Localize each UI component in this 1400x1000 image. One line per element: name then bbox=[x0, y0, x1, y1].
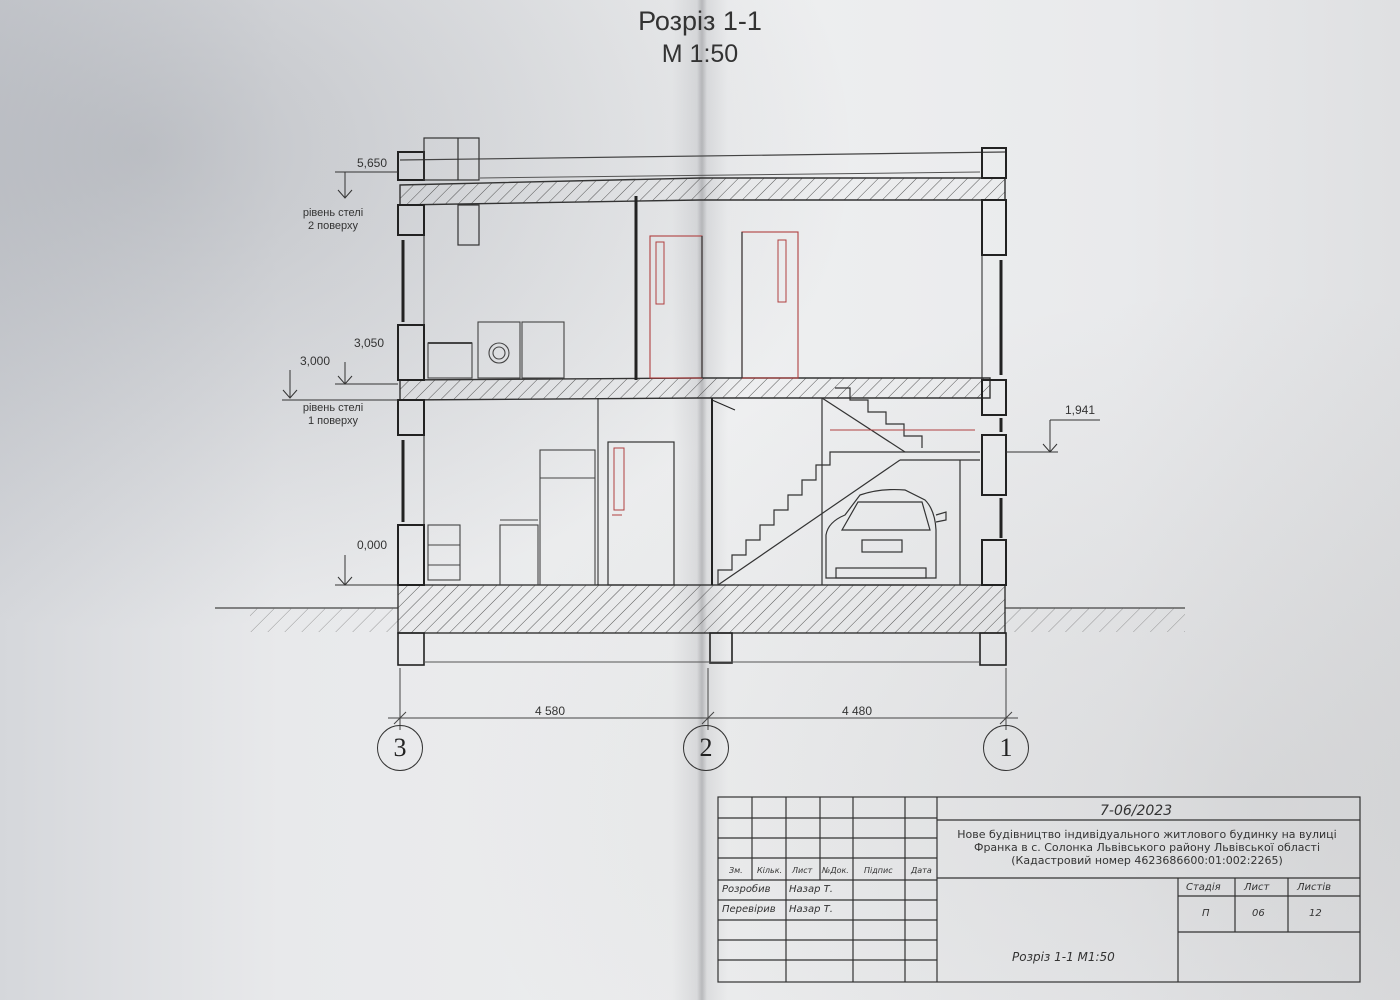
ground-hatch-right bbox=[1005, 608, 1185, 632]
tb-header-lyst: Лист bbox=[792, 866, 813, 875]
tb-stage-label: Стадія bbox=[1186, 882, 1221, 893]
title-block-project: Нове будівництво індивідуального житлово… bbox=[957, 828, 1337, 867]
level-note-ceiling-2: рівень стелі 2 поверху bbox=[278, 207, 388, 233]
level-markers bbox=[282, 171, 1100, 586]
tb-sheet-value: 06 bbox=[1252, 908, 1265, 919]
foundation-slab bbox=[397, 584, 1006, 634]
car bbox=[825, 488, 947, 586]
upper-door-right bbox=[741, 231, 799, 379]
level-note-ceiling-2-text: рівень стелі 2 поверху bbox=[302, 207, 364, 232]
axis-marker-1: 1 bbox=[983, 725, 1029, 771]
level-0000: 0,000 bbox=[357, 538, 388, 552]
tb-header-data: Дата bbox=[911, 866, 932, 875]
tb-checked-name: Назар Т. bbox=[789, 904, 833, 915]
level-note-ceiling-1: рівень стелі 1 поверху bbox=[278, 402, 388, 428]
ground-hatch-left bbox=[250, 608, 398, 632]
level-1941: 1,941 bbox=[1065, 403, 1096, 417]
tb-sheet-title: Розріз 1-1 М1:50 bbox=[1012, 950, 1115, 964]
axis-lines bbox=[388, 668, 1018, 730]
dimension-2-1: 4 480 bbox=[841, 704, 873, 718]
level-note-ceiling-1-text: рівень стелі 1 поверху bbox=[302, 402, 364, 427]
internal-walls bbox=[597, 196, 736, 585]
wall-axis-1 bbox=[981, 147, 1007, 586]
dimension-3-2: 4 580 bbox=[534, 704, 566, 718]
tb-header-kilk: Кільк. bbox=[757, 866, 783, 875]
tb-sheets-label: Листів bbox=[1297, 882, 1332, 893]
tb-header-zm: Зм. bbox=[729, 866, 743, 875]
drawing-title: Розріз 1-1 bbox=[638, 6, 762, 36]
tb-header-pidpys: Підпис bbox=[864, 866, 893, 875]
tb-checked-label: Перевірив bbox=[722, 904, 776, 915]
staircase bbox=[717, 387, 980, 586]
paper-fold bbox=[697, 0, 707, 1000]
title-block-code: 7-06/2023 bbox=[1100, 803, 1173, 819]
level-3000: 3,000 bbox=[300, 354, 331, 368]
level-5650: 5,650 bbox=[357, 156, 388, 170]
wall-axis-3 bbox=[397, 151, 425, 586]
tb-developed-label: Розробив bbox=[722, 884, 771, 895]
footings bbox=[397, 632, 1007, 666]
kitchen-fixtures bbox=[427, 449, 596, 586]
tb-developed-name: Назар Т. bbox=[789, 884, 833, 895]
roof-slab bbox=[399, 151, 1006, 206]
bathroom-fixtures bbox=[427, 321, 565, 379]
floor-slab-1 bbox=[399, 377, 991, 401]
axis-marker-3: 3 bbox=[377, 725, 423, 771]
tb-stage-value: П bbox=[1202, 908, 1210, 919]
level-3050: 3,050 bbox=[354, 336, 385, 350]
tb-sheet-label: Лист bbox=[1244, 882, 1270, 893]
axis-marker-2: 2 bbox=[683, 725, 729, 771]
drawing-scale: М 1:50 bbox=[661, 40, 739, 68]
upper-door-left bbox=[649, 235, 703, 379]
tb-header-doc: №Док. bbox=[822, 866, 849, 875]
title-block-frame bbox=[717, 796, 1361, 983]
lower-door bbox=[607, 441, 675, 586]
vent-stack bbox=[423, 137, 480, 246]
tb-sheets-value: 12 bbox=[1309, 908, 1322, 919]
